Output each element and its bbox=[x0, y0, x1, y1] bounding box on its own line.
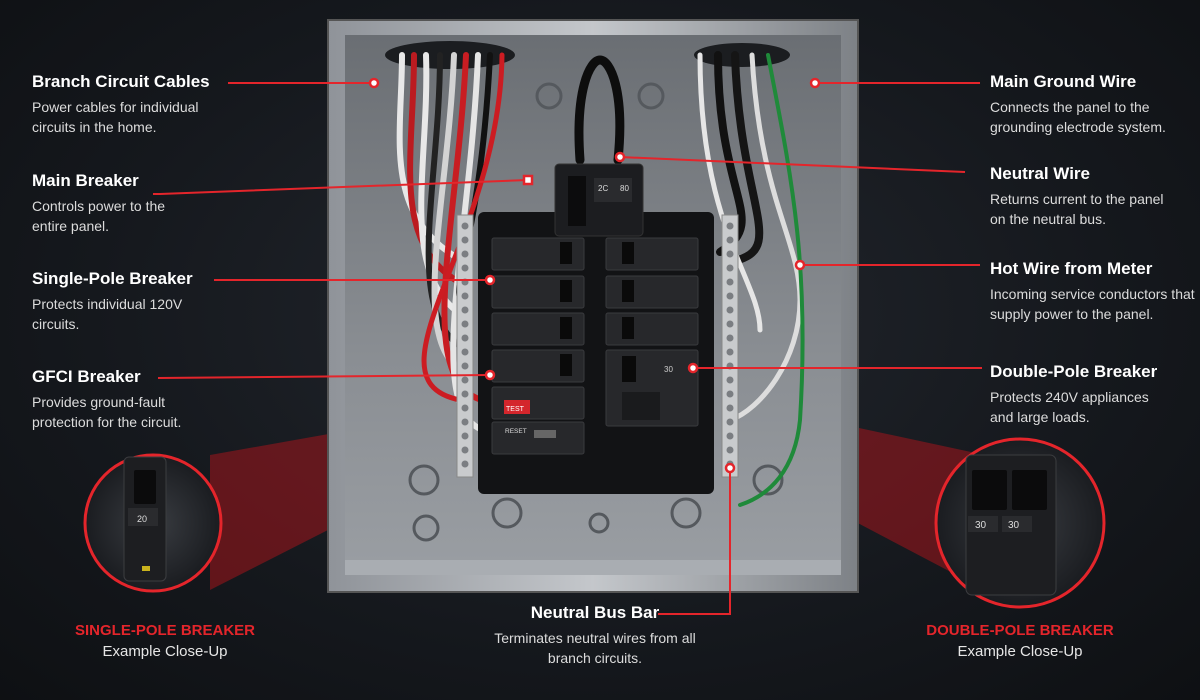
closeup-title: SINGLE-POLE BREAKER bbox=[74, 622, 255, 639]
callout-hot-wire-from-meter: Hot Wire from Meter Incoming service con… bbox=[990, 259, 1198, 324]
bus-bar-screw bbox=[726, 236, 734, 244]
bus-bar-screws bbox=[461, 222, 734, 468]
bus-bar-screw bbox=[461, 320, 469, 328]
bus-bar-screw bbox=[461, 348, 469, 356]
breaker-column-right bbox=[605, 237, 699, 427]
closeup-title: DOUBLE-POLE BREAKER bbox=[926, 622, 1114, 639]
bus-bar-screw bbox=[726, 432, 734, 440]
bus-bar-screw bbox=[726, 306, 734, 314]
callout-desc: Incoming service conductors that supply … bbox=[990, 286, 1195, 322]
double-pole-breaker-closeup bbox=[965, 454, 1057, 596]
bus-bar-screw bbox=[726, 250, 734, 258]
callout-desc: Terminates neutral wires from all branch… bbox=[494, 630, 696, 666]
callout-main-breaker: Main Breaker Controls power to the entir… bbox=[32, 171, 252, 236]
callout-neutral-wire: Neutral Wire Returns current to the pane… bbox=[990, 164, 1190, 229]
bus-bar-screw bbox=[461, 460, 469, 468]
bus-bar-screw bbox=[726, 390, 734, 398]
bus-bar-screw bbox=[461, 404, 469, 412]
callout-title: Hot Wire from Meter bbox=[990, 259, 1153, 278]
bus-bar-screw bbox=[726, 404, 734, 412]
bus-bar-screw bbox=[726, 278, 734, 286]
callout-desc: Controls power to the entire panel. bbox=[32, 198, 166, 234]
bus-bar-screw bbox=[461, 250, 469, 258]
bus-bar-screw bbox=[726, 348, 734, 356]
bus-bar-screw bbox=[726, 418, 734, 426]
bus-bar-screw bbox=[726, 292, 734, 300]
gfci-reset-label: RESET bbox=[505, 428, 527, 435]
main-breaker-label-b: 80 bbox=[620, 184, 629, 193]
closeup-caption-single-pole: SINGLE-POLE BREAKER Example Close-Up bbox=[40, 621, 290, 663]
leader-lines bbox=[153, 82, 982, 615]
callout-title: Neutral Wire bbox=[990, 164, 1090, 183]
gfci-test-label: TEST bbox=[506, 406, 525, 413]
callout-neutral-bus-bar: Neutral Bus Bar Terminates neutral wires… bbox=[470, 603, 720, 668]
breaker-column-left bbox=[491, 237, 585, 455]
callout-title: Double-Pole Breaker bbox=[990, 362, 1158, 381]
single-pole-rating: 20 bbox=[137, 514, 147, 524]
callout-title: Branch Circuit Cables bbox=[32, 72, 210, 91]
bus-bar-screw bbox=[461, 390, 469, 398]
closeup-subtitle: Example Close-Up bbox=[102, 643, 228, 660]
callout-title: Neutral Bus Bar bbox=[530, 603, 660, 622]
callout-desc: Connects the panel to the grounding elec… bbox=[990, 99, 1166, 135]
bus-bar-screw bbox=[461, 264, 469, 272]
callout-desc: Protects individual 120V circuits. bbox=[32, 296, 183, 332]
bus-bar-screw bbox=[726, 334, 734, 342]
callout-branch-circuit-cables: Branch Circuit Cables Power cables for i… bbox=[32, 72, 252, 137]
bus-bar-screw bbox=[461, 446, 469, 454]
double-pole-panel-label: 30 bbox=[664, 365, 673, 374]
main-breaker-label-a: 2C bbox=[598, 184, 608, 193]
bus-bar-screw bbox=[461, 222, 469, 230]
bus-bar-screw bbox=[461, 334, 469, 342]
cable-entry-left bbox=[385, 41, 515, 69]
bus-bar-screw bbox=[461, 362, 469, 370]
callout-title: Single-Pole Breaker bbox=[32, 269, 193, 288]
bus-bar-screw bbox=[461, 292, 469, 300]
bus-bar-screw bbox=[726, 222, 734, 230]
main-feed-wires bbox=[574, 55, 625, 165]
cable-entry-right bbox=[694, 43, 790, 67]
callout-gfci-breaker: GFCI Breaker Provides ground-fault prote… bbox=[32, 367, 252, 432]
callout-desc: Returns current to the panel on the neut… bbox=[990, 191, 1164, 227]
closeup-caption-double-pole: DOUBLE-POLE BREAKER Example Close-Up bbox=[895, 621, 1145, 663]
bus-bar-screw bbox=[461, 418, 469, 426]
callout-desc: Provides ground-fault protection for the… bbox=[32, 394, 182, 430]
bus-bar-screw bbox=[726, 376, 734, 384]
bus-bar-screw bbox=[461, 376, 469, 384]
callout-single-pole-breaker: Single-Pole Breaker Protects individual … bbox=[32, 269, 252, 334]
callout-markers bbox=[368, 77, 821, 474]
bus-bar-screw bbox=[461, 236, 469, 244]
bus-bar-screw bbox=[726, 446, 734, 454]
bus-bar-screw bbox=[726, 264, 734, 272]
callout-title: Main Ground Wire bbox=[990, 72, 1137, 91]
bus-bar-screw bbox=[726, 320, 734, 328]
callout-main-ground-wire: Main Ground Wire Connects the panel to t… bbox=[990, 72, 1190, 137]
bus-bar-screw bbox=[461, 432, 469, 440]
callout-title: Main Breaker bbox=[32, 171, 139, 190]
closeup-subtitle: Example Close-Up bbox=[957, 643, 1083, 660]
callout-title: GFCI Breaker bbox=[32, 367, 141, 386]
double-pole-rating-a: 30 bbox=[975, 520, 987, 531]
single-pole-breaker-closeup bbox=[123, 456, 167, 582]
double-pole-rating-b: 30 bbox=[1008, 520, 1020, 531]
callout-desc: Protects 240V appliances and large loads… bbox=[990, 389, 1149, 425]
bus-bar-screw bbox=[461, 306, 469, 314]
callout-double-pole-breaker: Double-Pole Breaker Protects 240V applia… bbox=[990, 362, 1190, 427]
knockouts bbox=[408, 82, 784, 542]
callout-desc: Power cables for individual circuits in … bbox=[32, 99, 199, 135]
